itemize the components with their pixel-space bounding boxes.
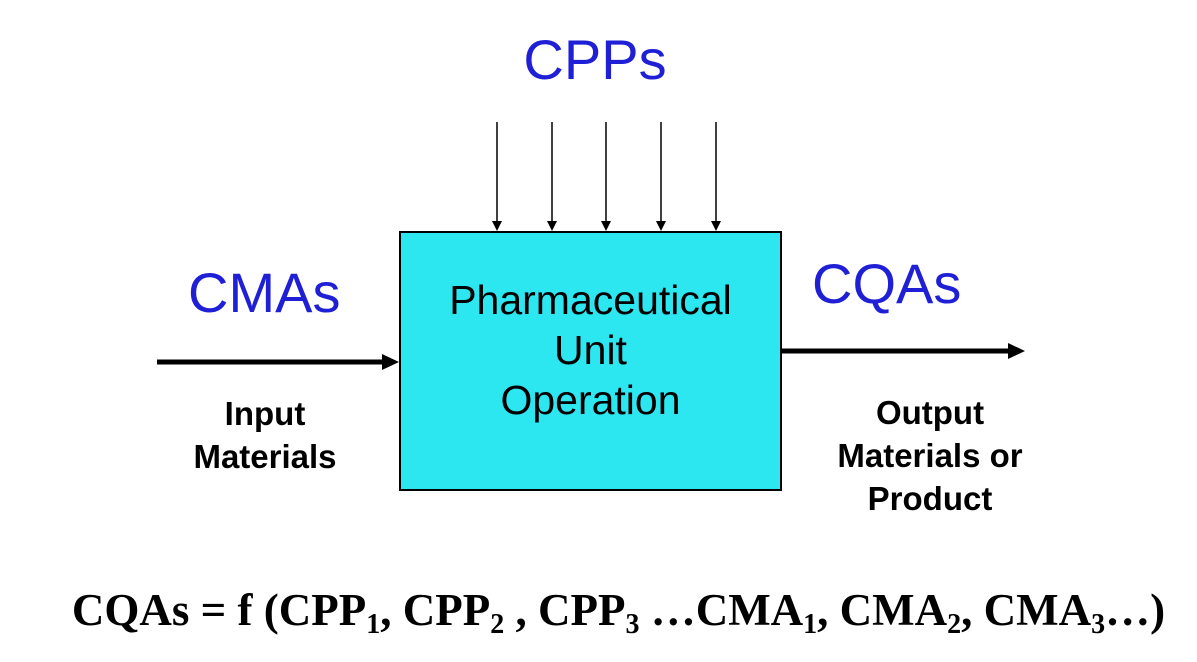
- output-line-3: Product: [867, 480, 993, 517]
- cpp-arrowhead-3: [601, 221, 611, 231]
- output-arrow: [782, 343, 1025, 359]
- box-line-2: Unit: [554, 327, 627, 373]
- output-line-2: Materials or: [837, 437, 1023, 474]
- unit-operation-label: Pharmaceutical Unit Operation: [399, 275, 782, 425]
- box-line-1: Pharmaceutical: [449, 277, 732, 323]
- cmas-label: CMAs: [188, 261, 341, 324]
- cpp-arrowhead-4: [656, 221, 666, 231]
- cqa-formula: CQAs = f (CPP1, CPP2 , CPP3 …CMA1, CMA2,…: [71, 585, 1166, 640]
- unit-operation-box: [399, 231, 782, 491]
- cpp-arrowhead-5: [711, 221, 721, 231]
- input-arrow: [157, 354, 399, 370]
- output-line-1: Output: [875, 394, 985, 431]
- input-line-1: Input: [224, 395, 306, 432]
- cqas-label: CQAs: [812, 252, 962, 315]
- cpp-arrowhead-2: [547, 221, 557, 231]
- cpp-arrowhead-1: [492, 221, 502, 231]
- output-materials-label: Output Materials or Product: [790, 391, 1070, 520]
- input-materials-label: Input Materials: [150, 392, 380, 478]
- box-line-3: Operation: [500, 377, 681, 423]
- input-line-2: Materials: [193, 438, 337, 475]
- cpp-arrows: [492, 122, 721, 231]
- cpps-label: CPPs: [523, 28, 667, 91]
